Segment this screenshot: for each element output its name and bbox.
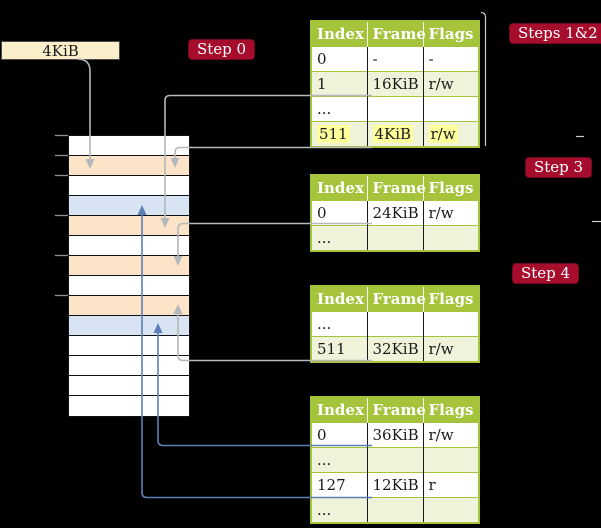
table-cell: 511	[311, 336, 368, 362]
table-row: ...	[311, 311, 479, 337]
table-cell	[367, 497, 424, 523]
table-cell: 127	[311, 472, 368, 498]
table-cell: 36KiB	[367, 422, 424, 448]
memory-row-white	[69, 276, 189, 296]
column-header: Index	[311, 21, 368, 47]
step-3-label: Step 3	[525, 157, 593, 178]
table-cell: r/w	[423, 336, 479, 362]
table-cell	[367, 96, 424, 122]
memory-row-peach	[69, 216, 189, 236]
table-cell: 32KiB	[367, 336, 424, 362]
table-row: ...	[311, 447, 479, 473]
table-cell: 511	[311, 121, 368, 147]
column-header: Index	[311, 286, 368, 312]
table-cell: r	[423, 472, 479, 498]
column-header: Flags	[423, 21, 479, 47]
step-4-label: Step 4	[512, 263, 580, 284]
table-cell: 0	[311, 200, 368, 226]
memory-row-blue	[69, 316, 189, 336]
column-header: Flags	[423, 397, 479, 423]
frame-size-label: 4KiB	[42, 41, 79, 60]
memory-column	[68, 135, 190, 417]
column-header: Frame	[367, 397, 426, 423]
memory-row-peach	[69, 156, 189, 176]
table-row: ...	[311, 497, 479, 523]
memory-row-white	[69, 336, 189, 356]
column-header: Frame	[367, 286, 426, 312]
column-header: Index	[311, 175, 368, 201]
table-cell: 12KiB	[367, 472, 424, 498]
table-row: 0--	[311, 46, 479, 72]
table-cell: ...	[311, 447, 368, 473]
steps-1-2-label: Steps 1&2	[509, 23, 601, 44]
memory-row-white	[69, 356, 189, 376]
table-cell: r/w	[423, 71, 479, 97]
table-cell: r/w	[423, 121, 479, 147]
table-cell	[423, 311, 479, 337]
table-cell	[423, 96, 479, 122]
memory-row-white	[69, 396, 189, 416]
table-cell: -	[423, 46, 479, 72]
table-cell	[423, 447, 479, 473]
frame-size-box: 4KiB	[1, 41, 120, 60]
memory-row-white	[69, 136, 189, 156]
memory-row-white	[69, 376, 189, 396]
table-row: 511 4KiB r/w	[311, 121, 479, 147]
table-cell: 0	[311, 422, 368, 448]
table-cell: 16KiB	[367, 71, 424, 97]
table-cell: -	[367, 46, 424, 72]
faint-edge-line	[480, 11, 487, 146]
table-cell	[423, 497, 479, 523]
table-cell: ...	[311, 96, 368, 122]
column-header: Frame	[367, 175, 426, 201]
arrow-t1row511-to-memory	[174, 146, 372, 158]
memory-row-white	[69, 176, 189, 196]
table-cell: r/w	[423, 422, 479, 448]
table-cell: 0	[311, 46, 368, 72]
memory-row-white	[69, 236, 189, 256]
step-0-label: Step 0	[188, 39, 256, 60]
highlighted-value: 4KiB	[372, 125, 414, 143]
table-cell: 4KiB	[367, 121, 424, 147]
table-row: ...	[311, 225, 479, 251]
table-row: ...	[311, 96, 479, 122]
column-header: Flags	[423, 175, 479, 201]
table-cell: r/w	[423, 200, 479, 226]
column-header: Frame	[367, 21, 426, 47]
table-cell	[423, 225, 479, 251]
table-cell: 24KiB	[367, 200, 424, 226]
table-cell: ...	[311, 311, 368, 337]
highlighted-value: r/w	[428, 125, 458, 143]
table-cell	[367, 311, 424, 337]
memory-row-peach	[69, 296, 189, 316]
table-cell: ...	[311, 225, 368, 251]
table-cell: 1	[311, 71, 368, 97]
column-header: Flags	[423, 286, 479, 312]
memory-row-peach	[69, 256, 189, 276]
memory-row-blue	[69, 196, 189, 216]
table-cell	[367, 447, 424, 473]
table-cell	[367, 225, 424, 251]
highlighted-value: 511	[317, 125, 350, 143]
column-header: Index	[311, 397, 368, 423]
table-cell: ...	[311, 497, 368, 523]
